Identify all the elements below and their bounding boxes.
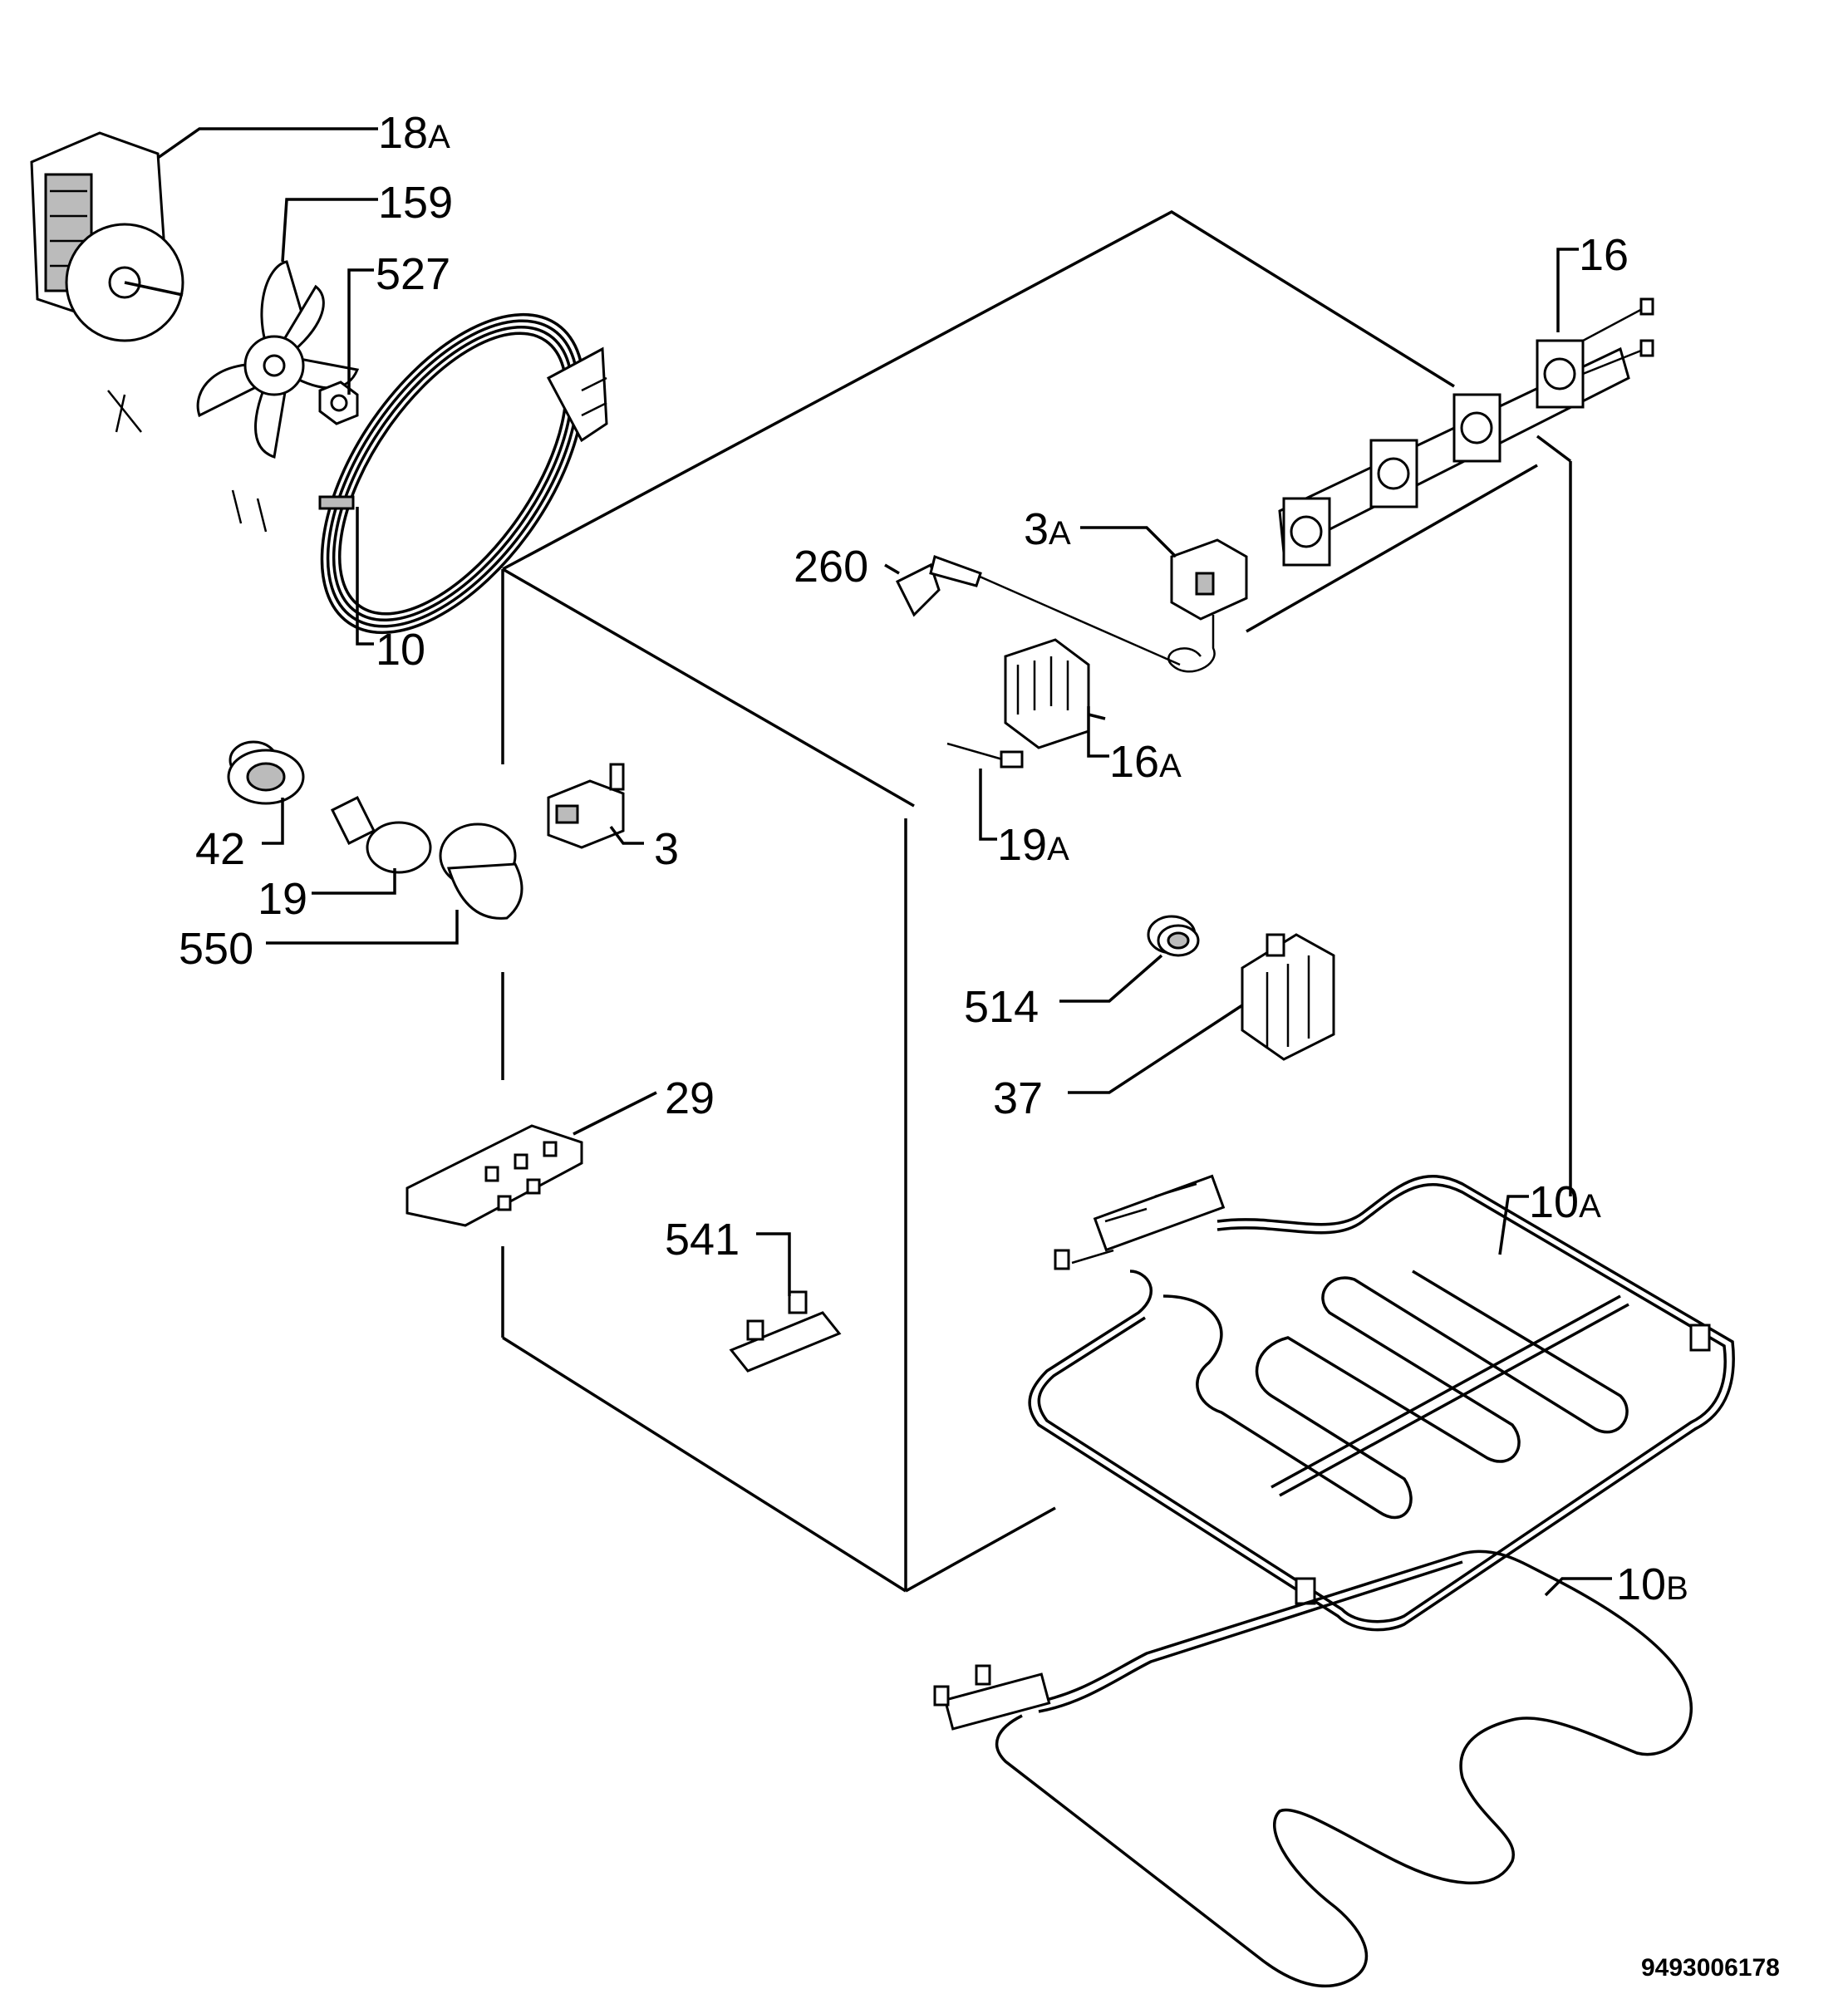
- label-42: 42: [195, 824, 245, 874]
- part-labels: 18A 159 527 16 10 3A 260 16A 19A 42 19 5…: [179, 108, 1780, 1982]
- terminal-strip-part: [1278, 297, 1654, 567]
- sensor-part: [946, 742, 1024, 769]
- label-37: 37: [993, 1073, 1043, 1123]
- label-10: 10: [376, 625, 425, 675]
- oven-cabinet: [501, 209, 1572, 1593]
- label-260: 260: [794, 542, 868, 592]
- label-19: 19: [258, 874, 307, 924]
- selector-switch-part: [1004, 638, 1106, 749]
- label-16: 16: [1579, 230, 1629, 280]
- nut-part: [318, 381, 359, 425]
- bottom-heating-element-part: [933, 1550, 1693, 1988]
- label-29: 29: [665, 1073, 715, 1123]
- clip-part: [895, 555, 982, 617]
- label-10a: 10A: [1529, 1177, 1601, 1227]
- grommet-part: [1147, 915, 1200, 957]
- lamp-cover-part: [439, 823, 523, 920]
- fan-blade-part: [196, 260, 360, 533]
- label-10b: 10B: [1616, 1559, 1688, 1609]
- leader-lines: [156, 127, 1612, 1597]
- fan-motor-part: [30, 131, 184, 433]
- document-number: 9493006178: [1641, 1954, 1780, 1982]
- grill-heating-element-part: [1028, 1174, 1735, 1632]
- label-3: 3: [654, 824, 679, 874]
- terminal-block-part: [1241, 933, 1335, 1061]
- relay-part: [547, 763, 625, 849]
- spark-generator-part: [405, 1124, 583, 1227]
- label-541: 541: [665, 1215, 740, 1265]
- label-19a: 19A: [997, 820, 1069, 870]
- label-514: 514: [964, 982, 1039, 1032]
- label-550: 550: [179, 924, 253, 974]
- label-159: 159: [378, 178, 453, 228]
- lamp-holder-part: [227, 740, 305, 805]
- connector-part: [729, 1290, 842, 1373]
- label-18a: 18A: [378, 108, 450, 158]
- label-3a: 3A: [1024, 504, 1071, 554]
- label-16a: 16A: [1109, 737, 1182, 787]
- label-527: 527: [376, 249, 450, 299]
- circular-heating-element-part: [318, 312, 608, 635]
- thermostat-part: [971, 538, 1248, 673]
- lamp-bulb-part: [330, 795, 432, 874]
